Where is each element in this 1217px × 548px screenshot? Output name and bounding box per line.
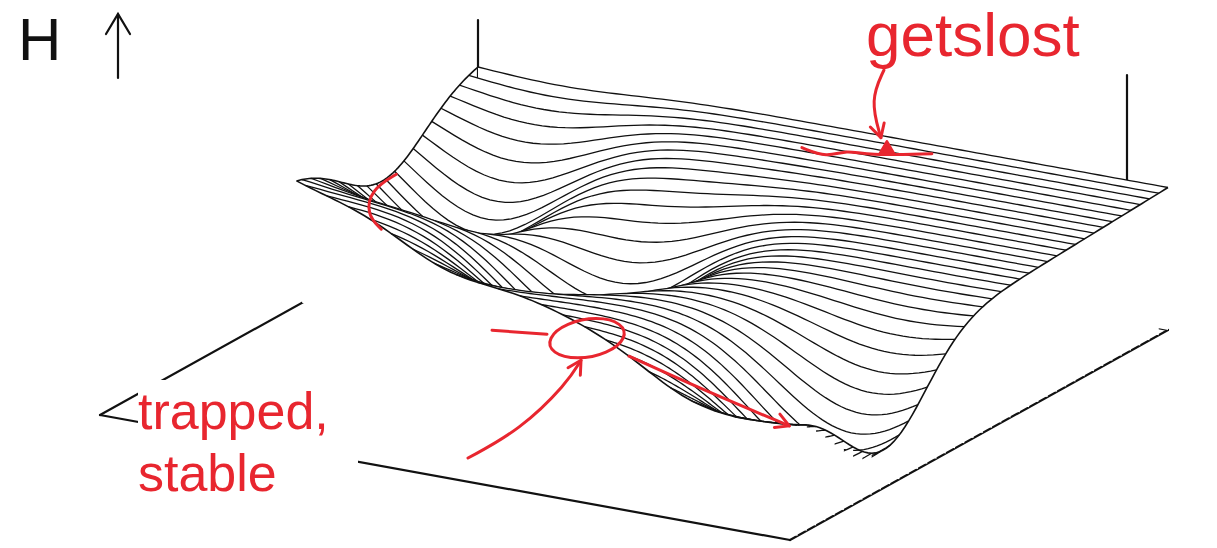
contour-row [735,417,798,536]
arrowhead [568,360,581,375]
curl-stroke [369,174,396,229]
ball-marker [880,142,894,154]
surface-edge [798,188,1168,454]
squiggle [802,148,932,155]
surface-fill [735,417,798,536]
axis-label: H [18,8,61,72]
trap-stroke [492,330,547,334]
path-arrow [629,356,789,426]
trap-circle [550,319,624,358]
annotation-text-holder: trapped, stable [138,380,358,504]
annotation-text-holder: getslost [866,2,1080,68]
annotation-text: getslost [866,2,1080,68]
axis-arrowhead [106,14,130,34]
axis-label-holder: H [18,8,61,72]
axis-arrow [117,14,119,78]
arrowhead [870,123,884,138]
surface-edge [297,67,478,186]
arrowhead [774,414,789,427]
annotation-text: trapped, stable [138,380,358,504]
pointer-arrow [468,360,581,458]
